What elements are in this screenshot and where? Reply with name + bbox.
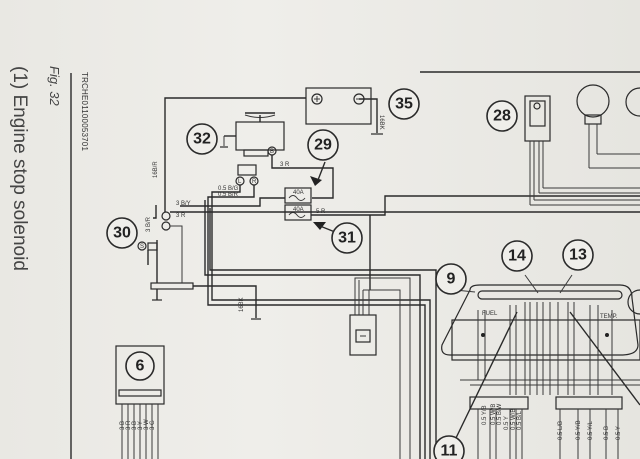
- starter-motor: S 16BK: [137, 211, 261, 320]
- svg-text:0.5 Y/B: 0.5 Y/B: [482, 405, 488, 425]
- cluster-wire-labels-left: 0.5 Y/B 0.5 W/B 0.5 B/W 0.5 Y 0.5 W/B 0.…: [482, 403, 523, 430]
- alt-l-wire-label: 0.5 B/G: [218, 186, 239, 192]
- ground-wire-label: 16BK: [239, 297, 245, 312]
- svg-text:0.5 Y: 0.5 Y: [616, 426, 622, 440]
- connector6-wire-labels: 3 B 3 R 3 B 3 Y 3 W 3 G: [120, 419, 156, 430]
- svg-text:3 W: 3 W: [144, 419, 150, 430]
- alternator: B L R: [220, 112, 285, 186]
- fuse-block: 40A 40A: [284, 187, 312, 221]
- harness-wire-b: [209, 208, 437, 459]
- svg-text:31: 31: [338, 230, 356, 247]
- lamp-bulb: [576, 84, 640, 169]
- terminal-l-label: L: [238, 179, 242, 185]
- fuse-out-wire: [311, 195, 640, 216]
- svg-text:29: 29: [314, 137, 332, 154]
- callout-30: 30: [106, 217, 138, 249]
- battery-positive-wire: [164, 97, 306, 212]
- svg-text:3 Y: 3 Y: [138, 421, 144, 430]
- svg-text:0.5 Y: 0.5 Y: [504, 416, 510, 430]
- terminal-r-label: R: [252, 179, 257, 185]
- callout-9: 9: [435, 263, 467, 295]
- svg-text:32: 32: [193, 131, 211, 148]
- fuse-lower-rating: 40A: [293, 207, 304, 213]
- callout-14: 14: [501, 240, 533, 272]
- svg-text:0.5 Y/L: 0.5 Y/L: [588, 420, 594, 440]
- svg-text:6: 6: [136, 358, 145, 375]
- battery: 16BK: [305, 87, 384, 135]
- alt-r-wire: [207, 185, 426, 459]
- svg-text:3 G: 3 G: [150, 420, 156, 430]
- terminal-b-label: B: [270, 149, 274, 155]
- battery-neg-wire-label: 16BK: [378, 115, 384, 130]
- callout-28: 28: [486, 100, 518, 132]
- relay: [349, 277, 411, 459]
- terminal-s-label: S: [140, 244, 144, 250]
- fuel-gauge-label: FUEL: [482, 311, 498, 317]
- partial-bubble-right: [627, 289, 640, 315]
- svg-text:3 R: 3 R: [126, 420, 132, 430]
- fuse-31-pointer: [313, 222, 326, 230]
- instrument-cluster: FUEL TEMP.: [441, 284, 640, 459]
- lamp-bulb-partial: [625, 87, 640, 117]
- svg-text:30: 30: [113, 225, 131, 242]
- svg-text:28: 28: [493, 108, 511, 125]
- connector-6: [115, 345, 165, 459]
- svg-text:3 B: 3 B: [120, 421, 126, 430]
- alt-r-wire-label: 0.5 B/R: [218, 192, 239, 198]
- callout-11: 11: [433, 435, 465, 459]
- alt-b-wire-label: 3 R: [280, 162, 290, 168]
- alt-l-wire: [211, 185, 431, 459]
- svg-text:0.5 W/B: 0.5 W/B: [511, 409, 517, 430]
- starter-wire-1-label: 3 B/Y: [176, 201, 191, 207]
- fuse-29-pointer: [310, 176, 322, 186]
- callout-31: 31: [331, 222, 363, 254]
- fuse-upper-wire: [180, 197, 285, 207]
- svg-text:0.5 L/B: 0.5 L/B: [558, 421, 564, 440]
- callout-13: 13: [562, 239, 594, 271]
- battery-pos-wire-label: 16B/R: [153, 161, 159, 178]
- temp-gauge-label: TEMP.: [600, 314, 618, 320]
- svg-text:0.5 B/L: 0.5 B/L: [517, 410, 523, 430]
- svg-text:13: 13: [569, 247, 587, 264]
- cluster-wire-labels-right: 0.5 L/B 0.5 Y/B 0.5 Y/L 0.5 B 0.5 Y: [558, 420, 622, 440]
- svg-text:35: 35: [395, 96, 413, 113]
- alt-b-wire: [271, 155, 334, 199]
- connector-28: [524, 95, 640, 206]
- svg-text:0.5 W/B: 0.5 W/B: [491, 404, 497, 425]
- fuse-upper-rating: 40A: [293, 190, 304, 196]
- svg-text:11: 11: [441, 443, 458, 459]
- svg-text:9: 9: [447, 271, 456, 288]
- svg-text:3 B: 3 B: [132, 421, 138, 430]
- callout-29: 29: [307, 129, 339, 161]
- callout-6: 6: [125, 351, 155, 381]
- callout-32: 32: [186, 123, 218, 155]
- svg-text:0.5 Y/B: 0.5 Y/B: [576, 420, 582, 440]
- starter-wire-2-label: 3 R: [176, 213, 186, 219]
- callout-35: 35: [388, 88, 420, 120]
- harness-wire-a: [204, 200, 421, 459]
- svg-text:0.5 B: 0.5 B: [604, 426, 610, 440]
- svg-text:0.5 B/W: 0.5 B/W: [497, 403, 503, 425]
- starter-wire-3-label: 3 B/R: [146, 216, 152, 232]
- svg-text:14: 14: [508, 248, 526, 265]
